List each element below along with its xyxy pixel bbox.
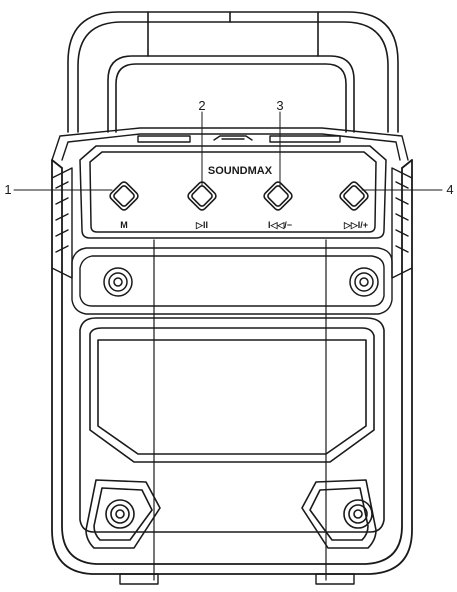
previous-minus-label: I◁◁/− bbox=[268, 220, 292, 230]
brand-label: SOUNDMAX bbox=[208, 165, 273, 177]
upper-band bbox=[71, 247, 393, 315]
top-shoulder bbox=[51, 127, 409, 161]
callout-3: 3 bbox=[276, 98, 283, 113]
speaker-body bbox=[51, 159, 413, 575]
play-pause-button[interactable] bbox=[186, 180, 217, 211]
base-feet bbox=[119, 573, 355, 585]
next-plus-label: ▷▷I/+ bbox=[343, 220, 368, 230]
control-panel bbox=[79, 145, 387, 239]
callout-4: 4 bbox=[446, 182, 453, 197]
callout-leaders bbox=[13, 111, 443, 191]
callout-2: 2 bbox=[198, 98, 205, 113]
right-side-grip bbox=[391, 167, 413, 279]
next-volume-up-button[interactable] bbox=[338, 180, 369, 211]
right-corner-foot bbox=[301, 479, 377, 549]
previous-volume-down-button[interactable] bbox=[262, 180, 293, 211]
front-grille bbox=[79, 239, 385, 581]
carry-handle bbox=[67, 11, 399, 133]
callout-1: 1 bbox=[4, 182, 11, 197]
play-pause-label: ▷II bbox=[195, 220, 208, 230]
right-screw bbox=[349, 267, 379, 297]
mode-button[interactable] bbox=[108, 180, 139, 211]
left-corner-foot bbox=[85, 479, 161, 549]
mode-label: M bbox=[120, 220, 128, 230]
left-side-grip bbox=[51, 167, 73, 279]
left-screw bbox=[103, 267, 133, 297]
